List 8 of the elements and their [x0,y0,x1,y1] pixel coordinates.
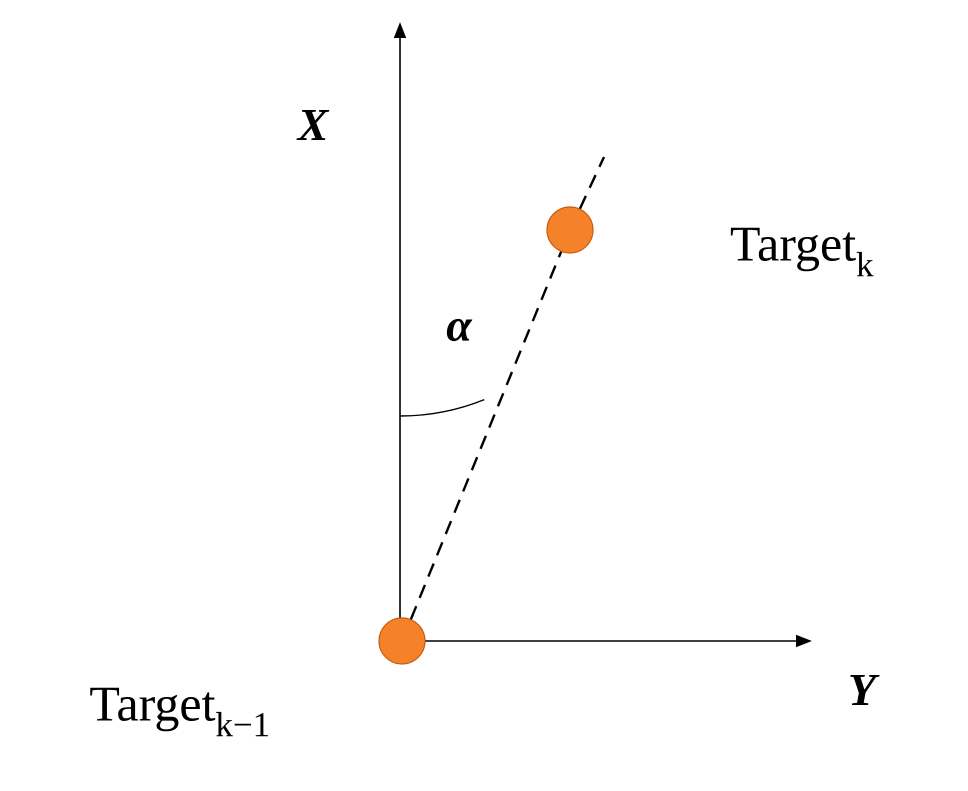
dashed-line [410,251,562,620]
axis-label: Y [850,674,880,706]
axis-label: α [446,318,472,342]
axis-label: X [296,110,330,140]
target-dot [546,206,594,254]
target-label: Target$_{k−1}$ [90,688,268,736]
target-label: Target$_{k}$ [730,228,874,276]
target-dot [378,617,426,665]
